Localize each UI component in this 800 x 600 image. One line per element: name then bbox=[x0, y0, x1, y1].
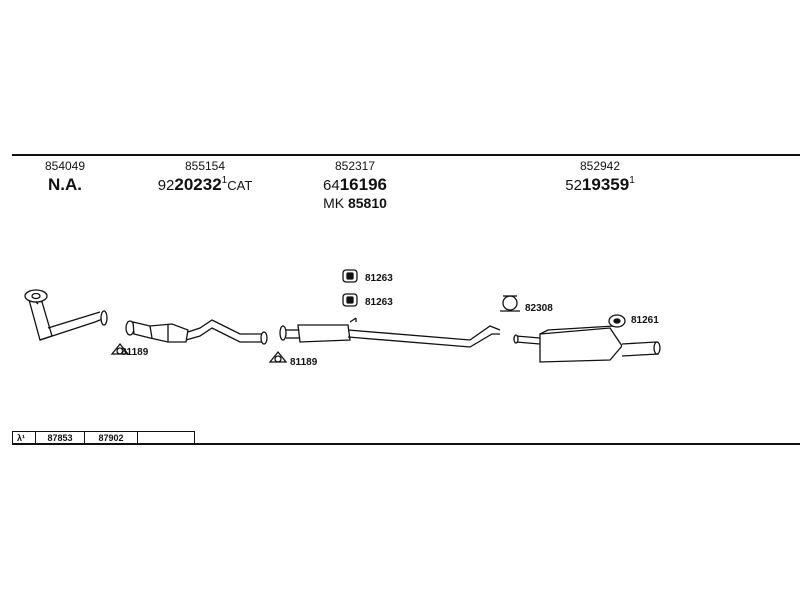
part-code: 855154 bbox=[184, 159, 226, 173]
middle-silencer-drawing bbox=[279, 317, 501, 348]
top-divider-line bbox=[12, 154, 800, 156]
hanger-lower-icon bbox=[342, 293, 358, 307]
lambda-code-cell: 87853 bbox=[35, 431, 85, 445]
gasket-right-label: 81189 bbox=[290, 357, 318, 368]
gasket-left-icon bbox=[110, 342, 130, 355]
clamp-label: 82308 bbox=[525, 303, 553, 314]
catalytic-converter-drawing bbox=[125, 319, 268, 345]
lambda-symbol: λ¹ bbox=[12, 431, 36, 445]
rear-silencer-drawing bbox=[513, 325, 661, 363]
front-pipe-drawing bbox=[24, 289, 108, 341]
main-part-number: 92202321CAT bbox=[157, 175, 253, 194]
gasket-left-label: 81189 bbox=[121, 347, 149, 358]
part-code: 854049 bbox=[44, 159, 86, 173]
hanger-lower-label: 81263 bbox=[365, 297, 393, 308]
main-part-number: N.A. bbox=[48, 175, 82, 194]
part-code: 852942 bbox=[579, 159, 621, 173]
hanger-upper-label: 81263 bbox=[365, 273, 393, 284]
bottom-divider-line bbox=[12, 443, 800, 445]
gasket-right-icon bbox=[268, 350, 288, 363]
part-code: 852317 bbox=[334, 159, 376, 173]
lambda-code-cell: 87902 bbox=[84, 431, 138, 445]
secondary-part-number: MK 85810 bbox=[323, 195, 387, 211]
main-part-number: 6416196 bbox=[323, 175, 387, 194]
column-header-2: 855154 92202321CAT bbox=[150, 160, 260, 193]
column-header-4: 852942 52193591 bbox=[550, 160, 650, 193]
rear-hanger-icon bbox=[608, 314, 626, 328]
column-header-3: 852317 6416196 MK 85810 bbox=[305, 160, 405, 210]
lambda-code-cell bbox=[137, 431, 195, 445]
lambda-sensor-table: λ¹ 87853 87902 bbox=[12, 431, 195, 445]
clamp-icon bbox=[500, 295, 520, 312]
hanger-upper-icon bbox=[342, 269, 358, 283]
column-header-1: 854049 N.A. bbox=[30, 160, 100, 193]
main-part-number: 52193591 bbox=[565, 175, 635, 194]
rear-hanger-label: 81261 bbox=[631, 315, 659, 326]
